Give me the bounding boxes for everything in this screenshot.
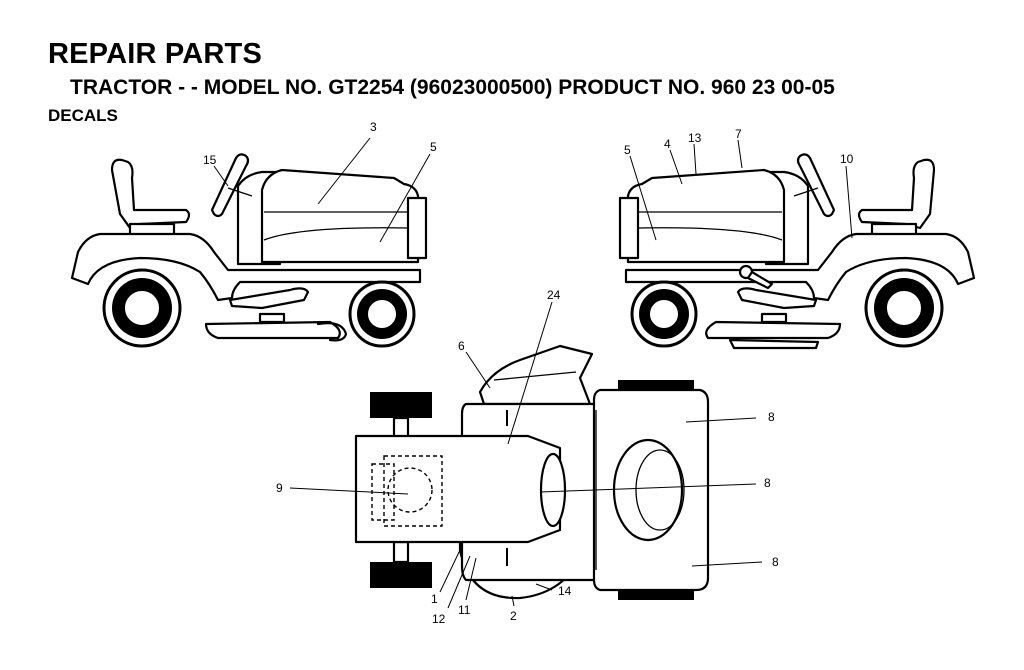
callout-7: 7	[735, 127, 742, 141]
callout-3: 3	[370, 120, 377, 134]
tractor-right-side-view	[618, 153, 976, 350]
callout-8-bottom: 8	[772, 555, 779, 569]
callout-12: 12	[432, 612, 446, 626]
callout-11: 11	[458, 603, 471, 617]
callout-6: 6	[458, 339, 465, 353]
leader-lines	[213, 137, 853, 609]
callout-24: 24	[547, 288, 561, 302]
callout-4: 4	[664, 137, 671, 151]
tractor-top-view	[354, 344, 710, 600]
callout-5-right: 5	[624, 143, 631, 157]
callout-numbers: 15 3 5 5 4 13 7 10 24 6 8 8 8 9 1 12 11 …	[203, 120, 854, 626]
callout-1: 1	[431, 592, 438, 606]
page-title: REPAIR PARTS	[48, 38, 263, 70]
callout-2: 2	[510, 609, 517, 623]
tractor-left-side-view	[70, 153, 428, 348]
callout-8-top: 8	[768, 410, 775, 424]
callout-9: 9	[276, 481, 283, 495]
callout-5-left: 5	[430, 140, 437, 154]
callout-8-middle: 8	[764, 476, 771, 490]
callout-10: 10	[840, 152, 854, 166]
callout-15: 15	[203, 153, 217, 167]
model-subtitle: TRACTOR - - MODEL NO. GT2254 (9602300050…	[70, 76, 835, 99]
callout-13: 13	[688, 131, 702, 145]
section-heading: DECALS	[48, 106, 118, 125]
callout-14: 14	[558, 584, 572, 598]
